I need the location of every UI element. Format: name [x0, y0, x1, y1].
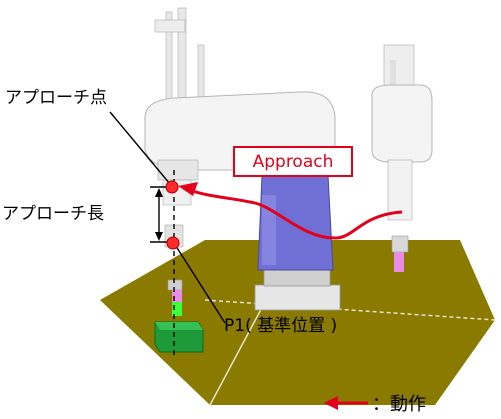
approach-point-leader — [109, 111, 171, 185]
p1-leader — [173, 242, 226, 324]
p1-reference-position-label: P1( 基準位置 ) — [224, 316, 338, 336]
motion-arrow-icon — [189, 188, 403, 240]
approach-point-marker — [165, 180, 179, 194]
approach-length-label: アプローチ長 — [2, 204, 104, 224]
workpiece-icon — [154, 321, 204, 353]
legend-arrow-icon — [324, 396, 368, 410]
robot-base — [254, 174, 341, 311]
approach-point-label: アプローチ点 — [5, 88, 107, 108]
approach-motion-label: Approach — [233, 146, 353, 177]
approach-length-dimension — [150, 170, 175, 355]
legend-label: ：動作 — [372, 394, 426, 415]
p1-marker — [166, 236, 180, 250]
legend: ：動作 — [322, 392, 426, 415]
motion-arrowhead — [178, 182, 198, 196]
robot-arm-right-icon — [371, 44, 433, 272]
